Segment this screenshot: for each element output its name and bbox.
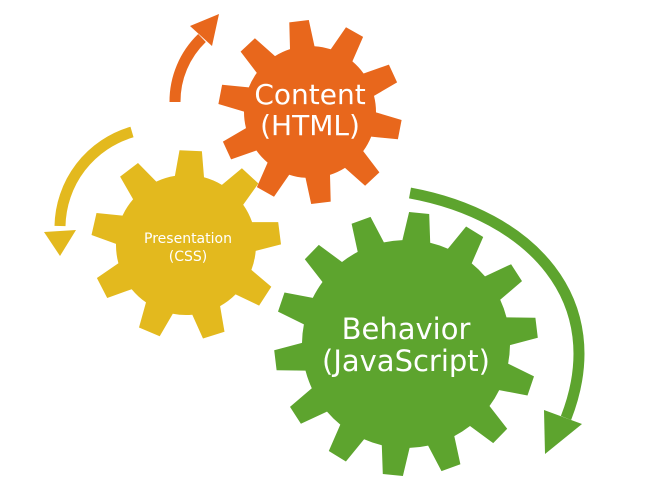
- content-gear-label-line1: Content: [254, 78, 365, 111]
- behavior-gear-label-line2: (JavaScript): [322, 344, 490, 378]
- behavior-gear-shape: [274, 212, 538, 476]
- yellow-curved-arrow-icon: [44, 126, 134, 256]
- content-gear-shape: [218, 20, 402, 204]
- green-curved-arrow-icon: [409, 187, 585, 454]
- presentation-gear-label-line1: Presentation: [144, 231, 232, 247]
- presentation-gear: Presentation (CSS): [91, 150, 281, 339]
- orange-curved-arrow-icon: [169, 14, 219, 103]
- behavior-gear-label-line1: Behavior: [342, 312, 471, 346]
- content-gear-label-line2: (HTML): [260, 109, 360, 142]
- content-gear: Content (HTML): [218, 20, 402, 204]
- presentation-gear-label-line2: (CSS): [169, 249, 207, 265]
- presentation-gear-shape: [91, 150, 281, 339]
- behavior-gear: Behavior (JavaScript): [274, 212, 538, 476]
